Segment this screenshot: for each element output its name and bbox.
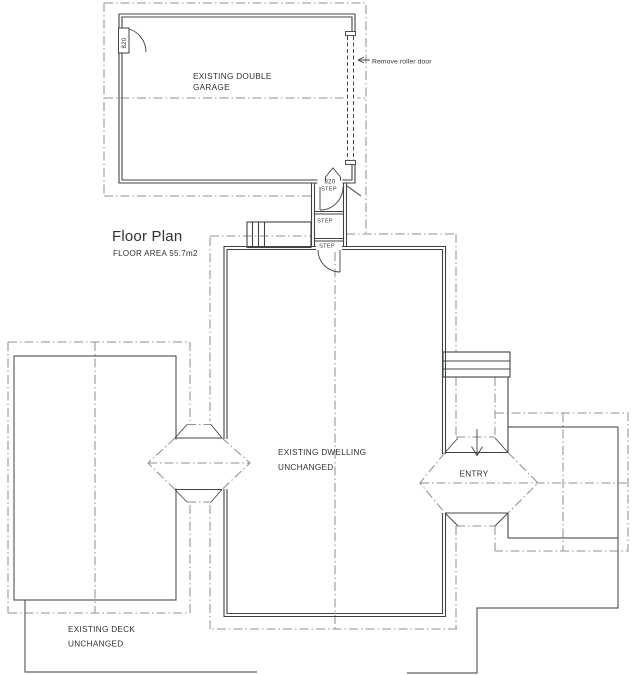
floor-area-label: FLOOR AREA 55.7m2 <box>113 249 198 258</box>
garage-step-arrow <box>325 167 341 181</box>
garage-side-door-width: 820 <box>122 37 128 48</box>
wall-opening-cuts <box>115 27 451 513</box>
deck-bay <box>147 423 251 503</box>
page-title: Floor Plan <box>112 228 182 245</box>
garage-label-line2: GARAGE <box>193 83 230 92</box>
garage-label-line1: EXISTING DOUBLE <box>193 72 272 81</box>
garage-roof-hip <box>346 185 362 197</box>
lower-boundary-right <box>407 538 619 674</box>
deck-label-line1: EXISTING DECK <box>68 625 135 634</box>
garage-side-door-leaf <box>118 27 130 54</box>
deck-walls <box>13 355 177 601</box>
labels: Floor Plan FLOOR AREA 55.7m2 EXISTING DO… <box>68 37 488 649</box>
steps-treads <box>314 210 344 242</box>
garage-roller-door <box>347 36 354 160</box>
roller-door-cap-top <box>345 31 356 36</box>
doors-windows <box>118 27 511 378</box>
entry-window <box>442 351 511 378</box>
roller-door-cap-bottom <box>345 160 356 165</box>
garage-rear-door <box>319 186 344 211</box>
steps-corridor-walls <box>310 183 348 247</box>
dwelling-front-door <box>317 249 341 273</box>
roller-note-arrow <box>357 56 370 64</box>
step-label-bottom: STEP <box>319 244 335 250</box>
entry-direction-arrow <box>471 429 483 457</box>
entry-bay-hip-lines <box>419 377 628 551</box>
entry-bay-solid-edges <box>444 437 509 527</box>
porch-roofline <box>495 412 629 552</box>
lower-boundary-left <box>24 600 257 673</box>
garage-walls <box>118 13 356 184</box>
deck-label-line2: UNCHANGED <box>68 640 123 649</box>
dwelling-walls <box>223 245 447 618</box>
step-label-top: STEP <box>321 187 337 193</box>
step-label-mid: STEP <box>317 219 333 225</box>
rooflines <box>7 2 629 630</box>
deck-roofline <box>7 341 191 614</box>
garage-side-door-swing <box>128 28 147 53</box>
dwelling-top-window <box>246 221 312 249</box>
entry-bay <box>419 377 628 551</box>
roller-door-note: Remove roller door <box>372 59 432 66</box>
deck-bay-hip-lines <box>147 423 251 503</box>
garage-roofline <box>103 2 367 233</box>
dwelling-roofline <box>209 233 457 630</box>
walls <box>13 13 619 674</box>
deck-bay-solid-edges <box>174 424 223 503</box>
rear-door-width: 820 <box>325 180 336 186</box>
dwelling-label-line2: UNCHANGED <box>278 463 333 472</box>
entry-label: ENTRY <box>459 470 488 479</box>
dwelling-label-line1: EXISTING DWELLING <box>278 448 366 457</box>
